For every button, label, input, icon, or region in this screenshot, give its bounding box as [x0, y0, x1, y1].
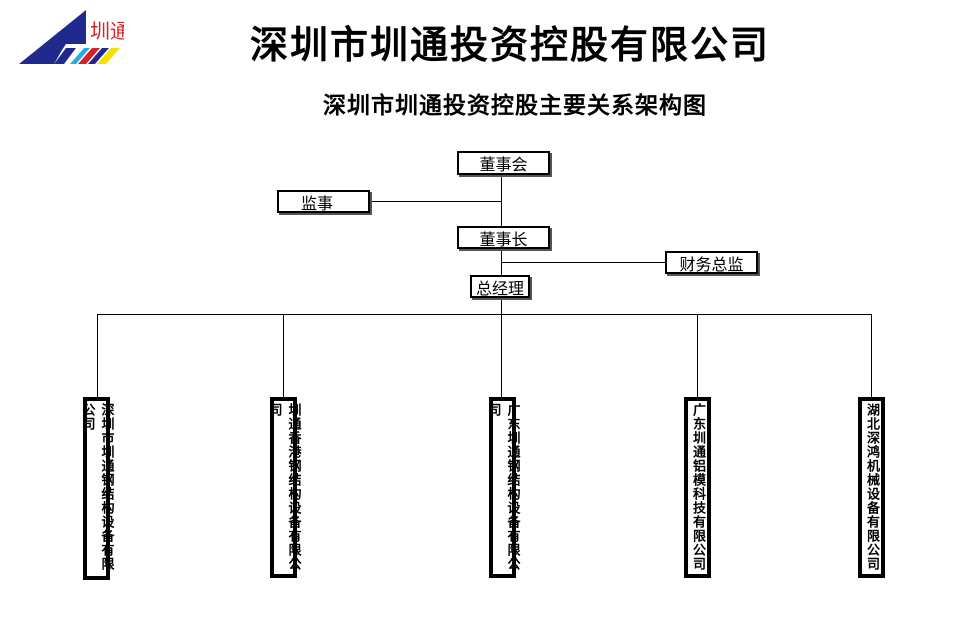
page-title: 深圳市圳通投资控股有限公司 [249, 22, 770, 67]
cfo-box: 财务总监 [665, 251, 758, 274]
connector-line [370, 201, 502, 202]
subsidiary-label: 湖北深鸿机械设备有限公司 [864, 403, 879, 571]
connector-line [501, 175, 502, 275]
gm-label: 总经理 [475, 278, 524, 298]
chairman-label: 董事长 [479, 229, 528, 249]
connector-line [97, 314, 872, 315]
cfo-label: 财务总监 [679, 254, 744, 274]
connector-line [501, 298, 502, 397]
subsidiary-box: 广东圳通铝模科技有限公司 [684, 397, 711, 578]
company-logo: 圳通 [14, 6, 130, 68]
connector-line [283, 314, 284, 397]
connector-line [502, 262, 665, 263]
subsidiary-box: 广东圳通钢结构设备有限公司 [486, 397, 520, 578]
subsidiary-label: 广东圳通铝模科技有限公司 [690, 403, 705, 571]
connector-line [97, 314, 98, 397]
subsidiary-label: 深圳市圳通钢结构设备有限公司 [79, 403, 114, 571]
subsidiary-box: 圳通香港钢结构设备有限公司 [267, 397, 301, 578]
subsidiary-box: 湖北深鸿机械设备有限公司 [858, 397, 885, 578]
subsidiary-label: 圳通香港钢结构设备有限公司 [266, 403, 301, 571]
board-label: 董事会 [479, 155, 528, 174]
board-box: 董事会 [457, 151, 550, 175]
chairman-box: 董事长 [457, 226, 550, 249]
supervisor-box: 监事 [277, 190, 370, 213]
subsidiary-box: 深圳市圳通钢结构设备有限公司 [80, 397, 114, 580]
page-subtitle: 深圳市圳通投资控股主要关系架构图 [323, 92, 707, 119]
connector-line [697, 314, 698, 397]
logo-text: 圳通 [90, 19, 124, 43]
supervisor-label: 监事 [301, 193, 334, 213]
subsidiary-label: 广东圳通钢结构设备有限公司 [485, 403, 520, 571]
connector-line [871, 314, 872, 397]
gm-box: 总经理 [470, 275, 530, 298]
